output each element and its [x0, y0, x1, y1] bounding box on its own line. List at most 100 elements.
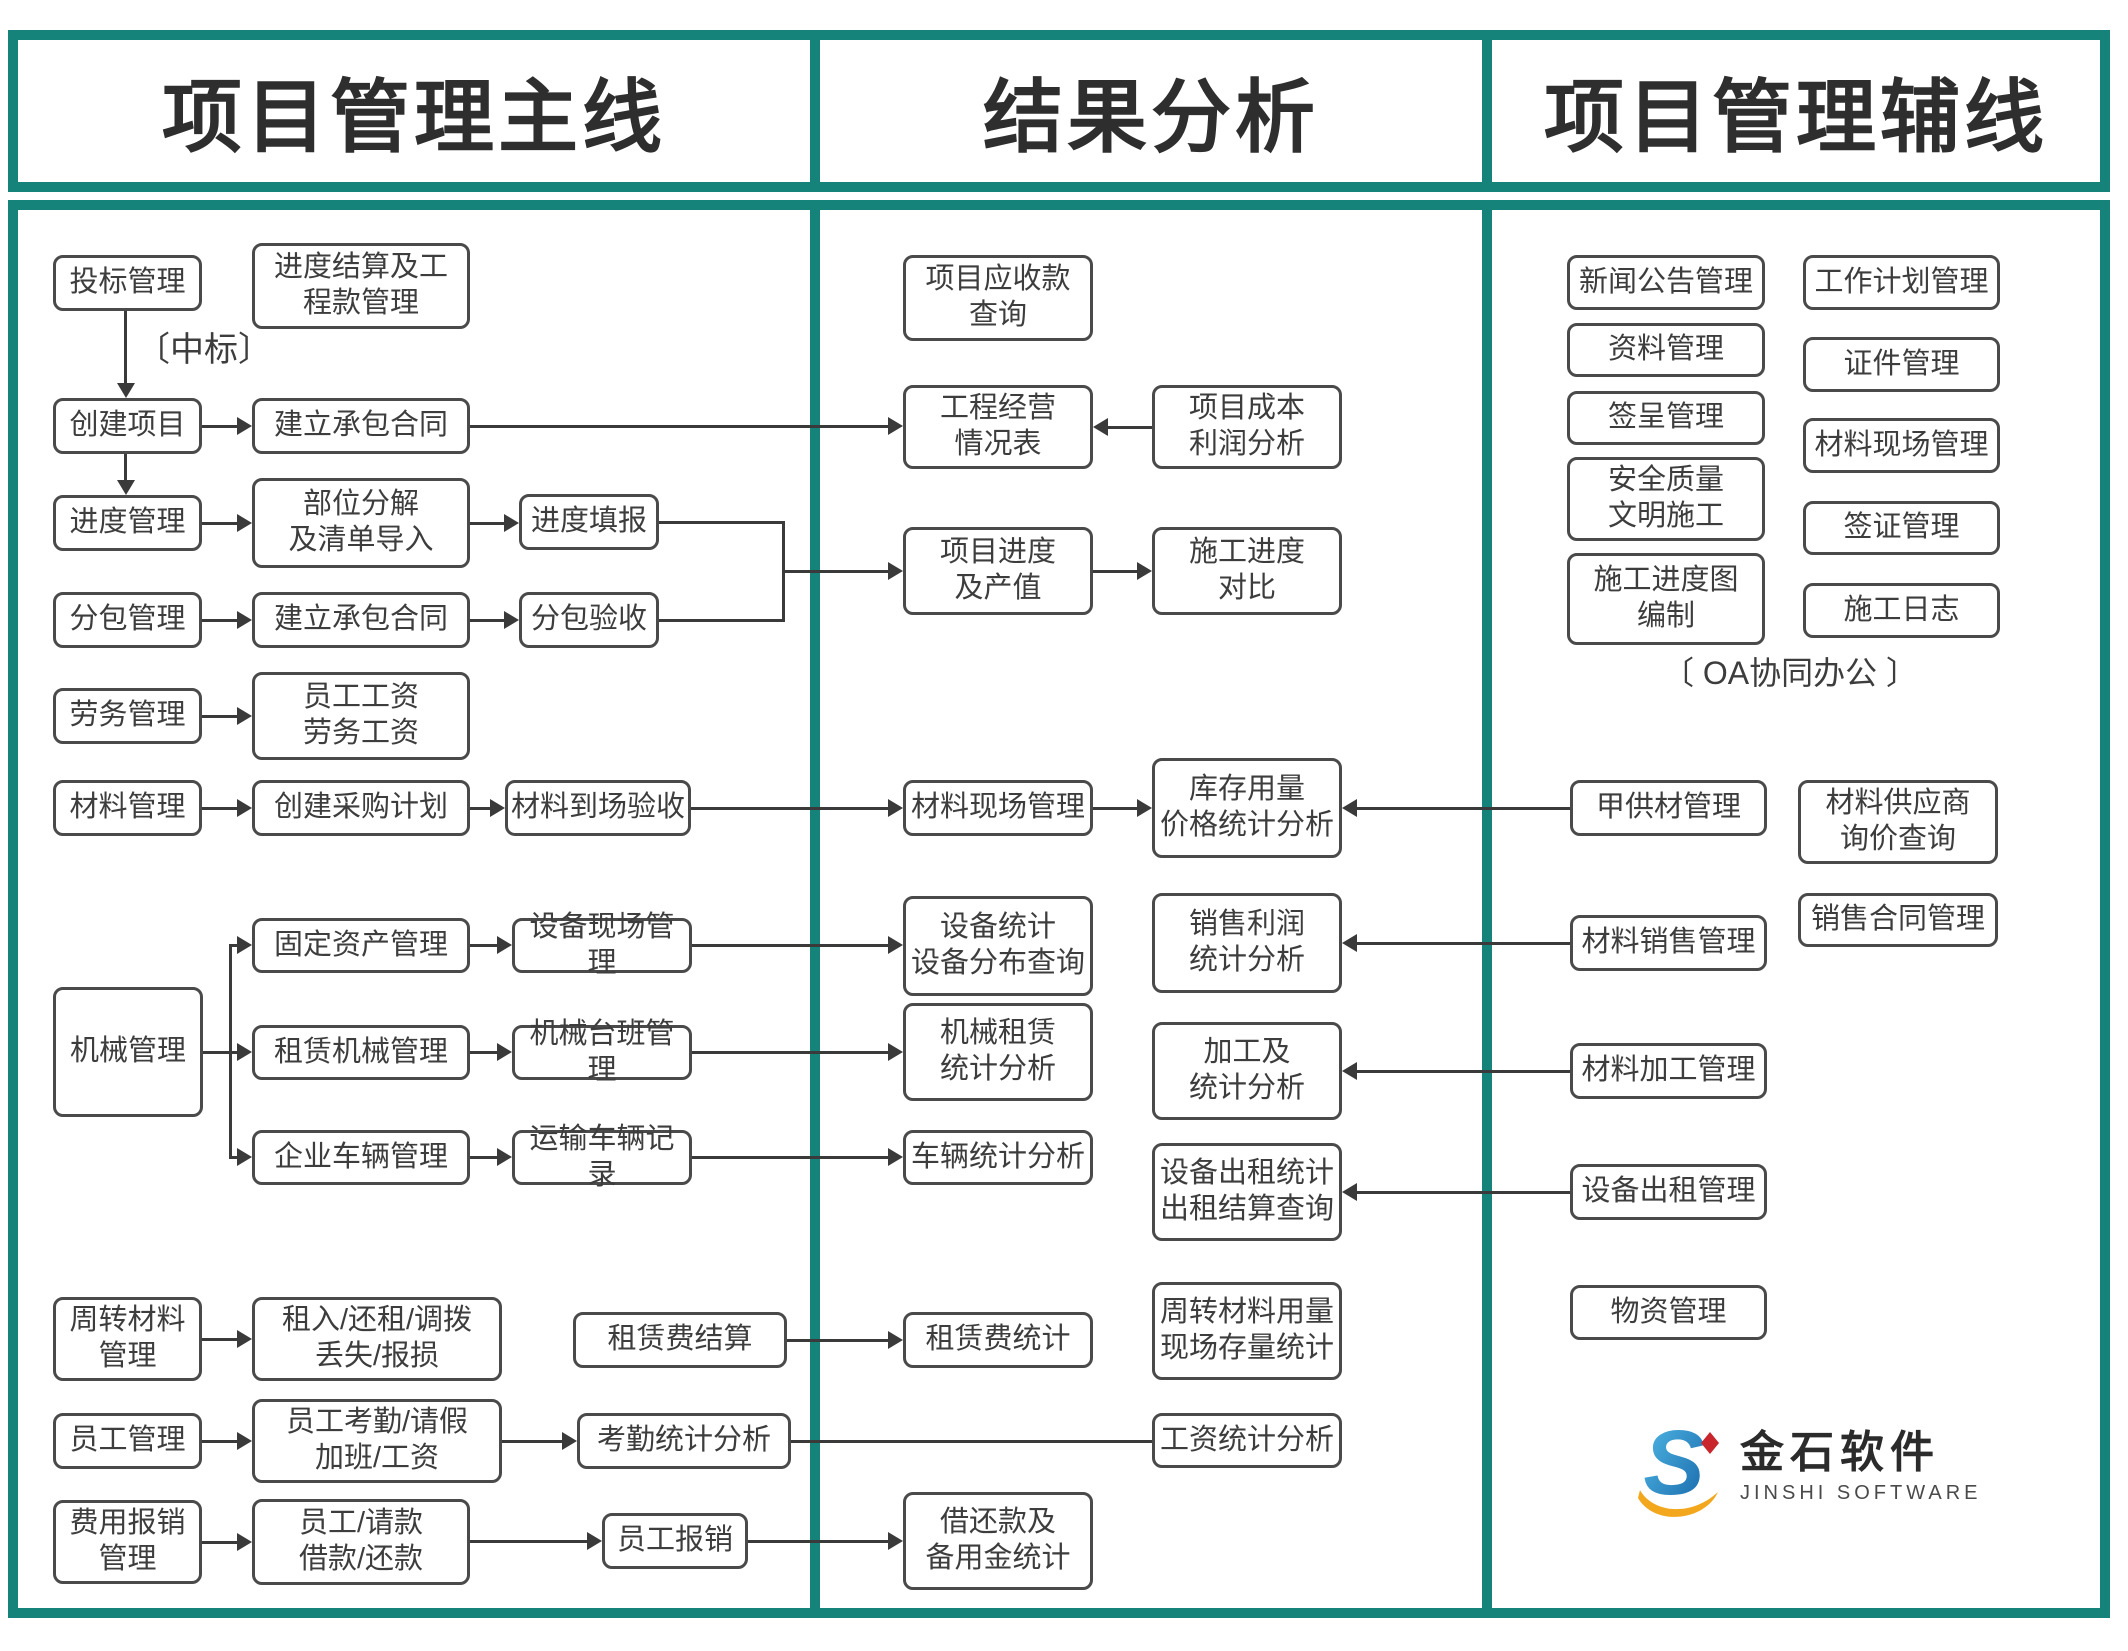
- arrow-right-icon: [237, 1330, 252, 1348]
- node-attendance: 员工考勤/请假 加班/工资: [252, 1399, 502, 1483]
- node-rental-fee-settlement: 租赁费结算: [573, 1312, 787, 1368]
- jinshi-logo-icon: S: [1638, 1412, 1719, 1517]
- arrow-right-icon: [888, 936, 903, 954]
- node-cost-profit-analysis: 项目成本 利润分析: [1152, 385, 1342, 469]
- node-equipment-site-management: 设备现场管理: [512, 911, 692, 979]
- flow-line: [659, 521, 785, 524]
- flow-line: [202, 1440, 237, 1443]
- flow-line: [202, 1338, 237, 1341]
- node-turnover-material-stats: 周转材料用量 现场存量统计: [1152, 1282, 1342, 1380]
- node-request-loan: 员工/请款 借款/还款: [252, 1499, 470, 1585]
- flow-line: [202, 807, 237, 810]
- node-machine-shift-management: 机械台班管理: [512, 1018, 692, 1086]
- flow-line: [791, 1440, 1152, 1443]
- flow-line: [1357, 807, 1570, 810]
- arrow-right-icon: [888, 1532, 903, 1550]
- arrow-right-icon: [237, 417, 252, 435]
- node-operation-table: 工程经营 情况表: [903, 385, 1093, 469]
- logo-diamond: [1701, 1432, 1719, 1454]
- node-construction-log: 施工日志: [1803, 583, 2000, 638]
- node-owner-material: 甲供材管理: [1570, 780, 1767, 836]
- node-expense-reimbursement-management: 费用报销 管理: [53, 1500, 202, 1584]
- flow-line: [470, 425, 888, 428]
- node-machine-rental-stats: 机械租赁 统计分析: [903, 1003, 1093, 1101]
- arrow-right-icon: [888, 562, 903, 580]
- arrow-right-icon: [497, 936, 512, 954]
- node-purchase-plan: 创建采购计划: [252, 780, 470, 836]
- node-employee-reimbursement: 员工报销: [602, 1513, 748, 1569]
- arrow-right-icon: [237, 1043, 252, 1061]
- header-result-analysis: 结果分析: [810, 30, 1492, 192]
- flow-line: [691, 807, 888, 810]
- flow-line: [124, 311, 127, 384]
- node-material-site-management: 材料现场管理: [903, 780, 1093, 836]
- node-material-management: 材料管理: [53, 780, 202, 836]
- arrow-right-icon: [504, 514, 519, 532]
- flow-line: [202, 1541, 237, 1544]
- node-schedule-management: 进度管理: [53, 495, 202, 551]
- node-progress-fill: 进度填报: [519, 494, 659, 550]
- node-memo-management: 签呈管理: [1567, 391, 1765, 445]
- node-progress-settlement: 进度结算及工 程款管理: [252, 243, 470, 329]
- node-employee-management: 员工管理: [53, 1413, 202, 1469]
- node-material-processing: 材料加工管理: [1570, 1043, 1767, 1099]
- node-material-arrival: 材料到场验收: [505, 780, 691, 836]
- arrow-right-icon: [888, 1043, 903, 1061]
- arrow-down-icon: [117, 383, 135, 398]
- node-create-project: 创建项目: [53, 398, 202, 454]
- node-goods-management: 物资管理: [1570, 1285, 1767, 1340]
- flow-line: [692, 944, 888, 947]
- node-material-site-aux: 材料现场管理: [1803, 418, 2000, 473]
- node-inventory-price-stats: 库存用量 价格统计分析: [1152, 758, 1342, 858]
- flow-line: [748, 1540, 888, 1543]
- arrow-left-icon: [1342, 1062, 1357, 1080]
- arrow-right-icon: [237, 1432, 252, 1450]
- node-material-sales: 材料销售管理: [1570, 915, 1767, 971]
- node-progress-output: 项目进度 及产值: [903, 527, 1093, 615]
- node-progress-chart: 施工进度图 编制: [1567, 553, 1765, 645]
- arrow-right-icon: [1137, 799, 1152, 817]
- node-bid-management: 投标管理: [53, 255, 202, 311]
- arrow-right-icon: [888, 1331, 903, 1349]
- logo-swoosh: [1638, 1490, 1718, 1517]
- flow-line: [1357, 1070, 1570, 1073]
- node-document-management: 资料管理: [1567, 323, 1765, 377]
- win-bid-label: 〔中标〕: [136, 331, 272, 369]
- flow-line: [202, 619, 237, 622]
- node-visa-management: 签证管理: [1803, 501, 2000, 555]
- flow-line: [470, 1540, 587, 1543]
- arrow-right-icon: [237, 707, 252, 725]
- arrow-right-icon: [888, 417, 903, 435]
- arrow-down-icon: [117, 480, 135, 495]
- arrow-right-icon: [497, 1148, 512, 1166]
- arrow-right-icon: [1137, 562, 1152, 580]
- flow-line: [1357, 1191, 1570, 1194]
- arrow-right-icon: [562, 1432, 577, 1450]
- flow-line: [229, 944, 237, 947]
- node-subcontract-acceptance: 分包验收: [519, 592, 659, 648]
- node-certificate-management: 证件管理: [1803, 337, 2000, 392]
- flow-line: [229, 1051, 237, 1054]
- arrow-right-icon: [237, 611, 252, 629]
- node-establish-contract-sub: 建立承包合同: [252, 592, 470, 648]
- node-sales-profit-stats: 销售利润 统计分析: [1152, 893, 1342, 993]
- flow-line: [229, 1156, 237, 1159]
- node-equipment-rent-stats: 设备出租统计 出租结算查询: [1152, 1143, 1342, 1241]
- logo-company-name: 金石软件: [1740, 1428, 1940, 1478]
- flow-line: [1357, 942, 1570, 945]
- arrow-right-icon: [237, 514, 252, 532]
- arrow-right-icon: [237, 799, 252, 817]
- flow-line: [203, 1051, 231, 1054]
- logo-company-subtitle: JINSHI SOFTWARE: [1740, 1481, 1982, 1504]
- arrow-left-icon: [1093, 418, 1108, 436]
- node-company-vehicles: 企业车辆管理: [252, 1130, 470, 1185]
- node-work-plan: 工作计划管理: [1803, 255, 2000, 310]
- node-news-announcement: 新闻公告管理: [1567, 255, 1765, 310]
- node-rental-machinery: 租赁机械管理: [252, 1025, 470, 1080]
- flow-line: [124, 454, 127, 481]
- flow-line: [659, 619, 785, 622]
- arrow-right-icon: [497, 1043, 512, 1061]
- flow-line: [692, 1051, 888, 1054]
- flow-line: [202, 522, 237, 525]
